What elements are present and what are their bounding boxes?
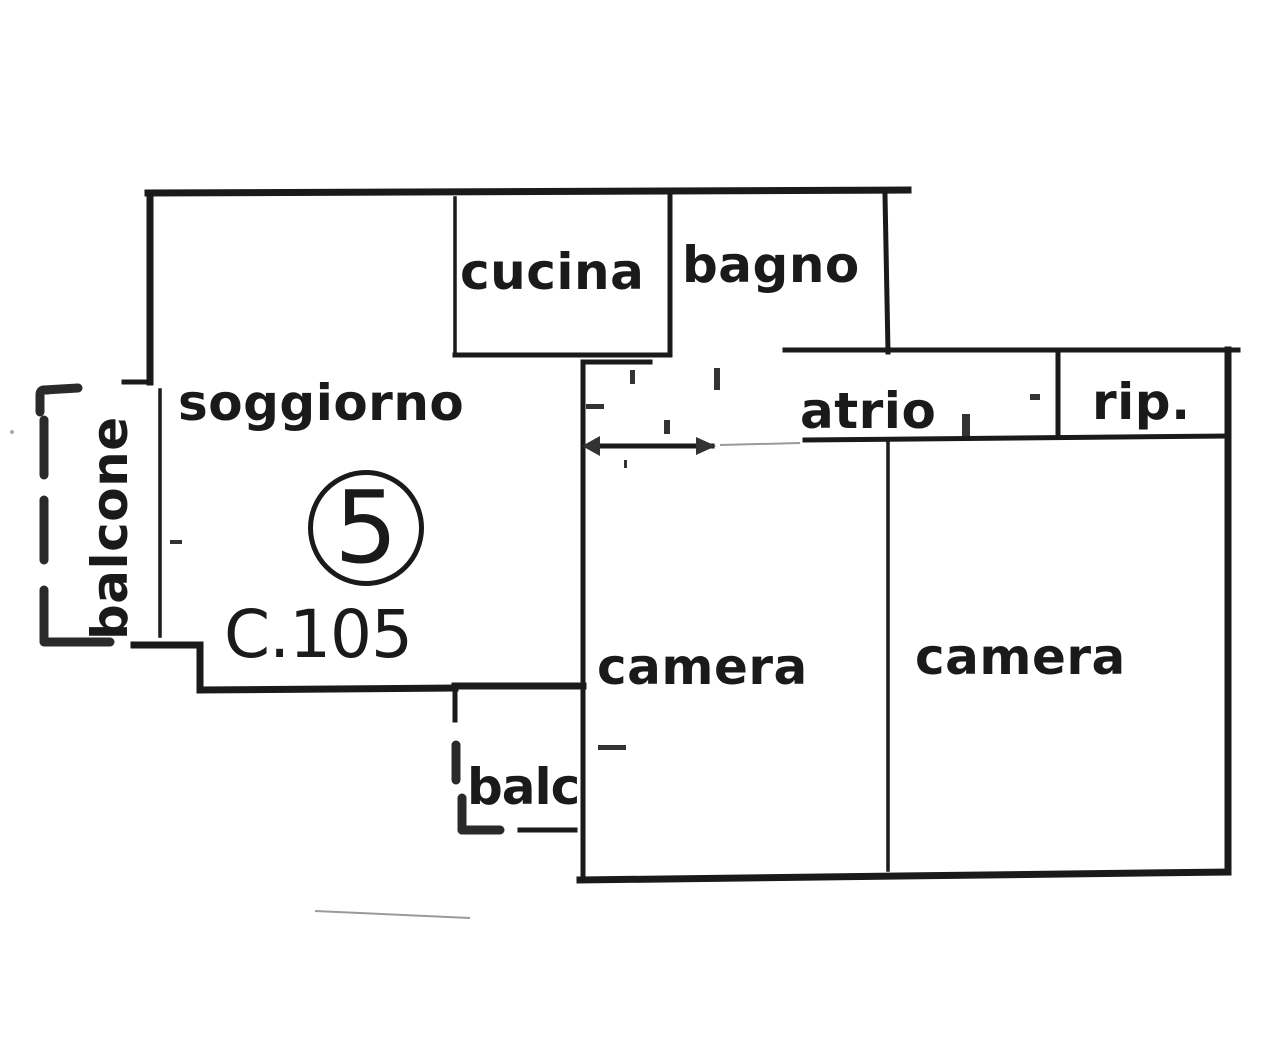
room-label-atrio: atrio [800, 382, 937, 440]
walls [121, 186, 1241, 884]
unit-number: 5 [334, 469, 398, 586]
balcone-outline [35, 383, 115, 647]
balc-small-outline [451, 740, 578, 835]
scan-noise [10, 430, 471, 919]
annotation-marks [170, 368, 1040, 750]
room-label-balc: balc [467, 758, 580, 816]
room-label-cucina: cucina [460, 243, 645, 301]
unit-number-badge: 5 [308, 470, 424, 586]
room-label-balcone: balcone [81, 416, 139, 640]
room-label-bagno: bagno [682, 236, 860, 294]
room-label-ripostiglio: rip. [1092, 373, 1191, 431]
room-label-soggiorno: soggiorno [178, 374, 465, 432]
unit-code: C.105 [224, 596, 413, 673]
room-label-camera-1: camera [597, 638, 808, 696]
room-label-camera-2: camera [915, 628, 1126, 686]
direction-arrow-icon [582, 436, 801, 456]
